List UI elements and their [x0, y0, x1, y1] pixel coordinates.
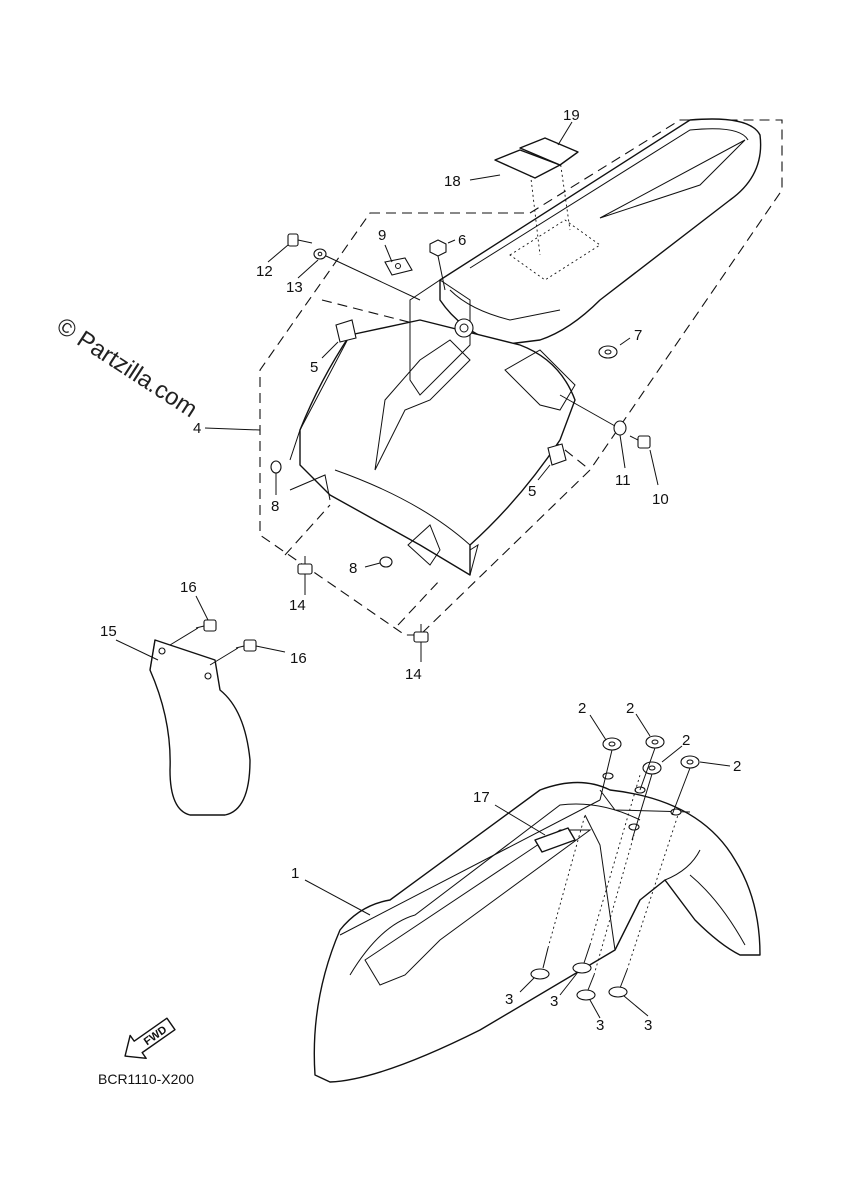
callout-5-lower: 5 [528, 483, 536, 500]
callout-8-right: 8 [349, 560, 357, 577]
leader-13 [297, 259, 319, 279]
callout-16-right: 16 [290, 650, 307, 667]
callout-1: 1 [291, 865, 299, 882]
leader-15 [115, 639, 159, 661]
washer-8-right[interactable] [379, 556, 393, 568]
bolt-3-b[interactable] [572, 944, 592, 974]
callout-2-b: 2 [626, 700, 634, 717]
callout-14-right: 14 [405, 666, 422, 683]
callout-19: 19 [563, 107, 580, 124]
callout-6: 6 [458, 232, 466, 249]
screw-16-right[interactable] [235, 639, 257, 652]
nut-5-lower[interactable] [547, 443, 567, 466]
leader-2a [589, 714, 607, 741]
leader-9 [384, 244, 393, 263]
bolt-10[interactable] [629, 435, 651, 449]
fwd-arrow-icon: FWD [124, 1017, 176, 1060]
washer-2-a[interactable] [602, 737, 622, 751]
decal-17[interactable] [534, 827, 576, 853]
leader-12 [267, 244, 289, 263]
rear-fender-group-boundary [259, 119, 783, 636]
leader-11 [619, 434, 626, 469]
leader-3c [589, 999, 601, 1019]
leader-2b [635, 713, 651, 737]
decal-guide-line [529, 159, 571, 256]
washer-8-left[interactable] [270, 460, 282, 474]
callout-2-d: 2 [733, 758, 741, 775]
leader-6 [447, 239, 456, 244]
leader-2c [661, 745, 683, 763]
leader-1 [304, 879, 371, 916]
leader-2d [699, 761, 731, 767]
callout-9: 9 [378, 227, 386, 244]
callout-16-top: 16 [180, 579, 197, 596]
callout-14-left: 14 [289, 597, 306, 614]
leader-8b [364, 562, 381, 568]
leader-5a [321, 341, 339, 359]
callout-17: 17 [473, 789, 490, 806]
nut-5-upper[interactable] [335, 319, 357, 343]
mud-flap[interactable] [149, 639, 251, 816]
callout-2-a: 2 [578, 700, 586, 717]
callout-15: 15 [100, 623, 117, 640]
callout-3-a: 3 [505, 991, 513, 1008]
callout-8-left: 8 [271, 498, 279, 515]
leader-16a [195, 595, 209, 621]
leader-16b [255, 645, 286, 653]
bolt-3-d[interactable] [608, 969, 628, 998]
callout-3-c: 3 [596, 1017, 604, 1034]
watermark-text: © Partzilla.com [52, 312, 202, 423]
front-fender[interactable] [313, 781, 761, 1083]
leader-4 [204, 427, 261, 431]
fender-hole-1 [602, 772, 614, 780]
bolt-14-right[interactable] [413, 624, 429, 643]
washer-11[interactable] [613, 420, 627, 436]
leader-19 [557, 121, 573, 146]
callout-12: 12 [256, 263, 273, 280]
leader-18 [469, 174, 501, 181]
bolt-3-c[interactable] [576, 974, 596, 1001]
callout-5-upper: 5 [310, 359, 318, 376]
callout-3-d: 3 [644, 1017, 652, 1034]
leader-17 [494, 804, 546, 836]
leader-7 [619, 337, 631, 346]
washer-13[interactable] [313, 248, 327, 260]
bolt-3-a[interactable] [530, 947, 550, 980]
nut-9[interactable] [384, 257, 413, 276]
callout-10: 10 [652, 491, 669, 508]
leader-3a [519, 977, 535, 993]
callout-18: 18 [444, 173, 461, 190]
washer-7[interactable] [598, 345, 618, 359]
diagram-code: BCR1110-X200 [98, 1071, 194, 1087]
screw-16-top[interactable] [195, 619, 217, 632]
callout-13: 13 [286, 279, 303, 296]
callout-3-b: 3 [550, 993, 558, 1010]
nut-6[interactable] [429, 239, 447, 257]
bolt-14-left[interactable] [297, 556, 313, 575]
washer-2-d[interactable] [680, 755, 700, 769]
callout-4: 4 [193, 420, 201, 437]
washer-2-c[interactable] [642, 761, 662, 775]
leader-5b [537, 464, 551, 481]
washer-2-b[interactable] [645, 735, 665, 749]
callout-11: 11 [615, 472, 631, 489]
leader-3d [623, 995, 649, 1017]
rear-fender[interactable] [289, 118, 762, 576]
fender-hole-4 [628, 823, 640, 831]
bolt-12[interactable] [287, 233, 313, 247]
leader-3b [559, 971, 579, 996]
callout-2-c: 2 [682, 732, 690, 749]
callout-7: 7 [634, 327, 642, 344]
decal-19[interactable] [519, 137, 579, 166]
leader-10 [649, 449, 659, 486]
